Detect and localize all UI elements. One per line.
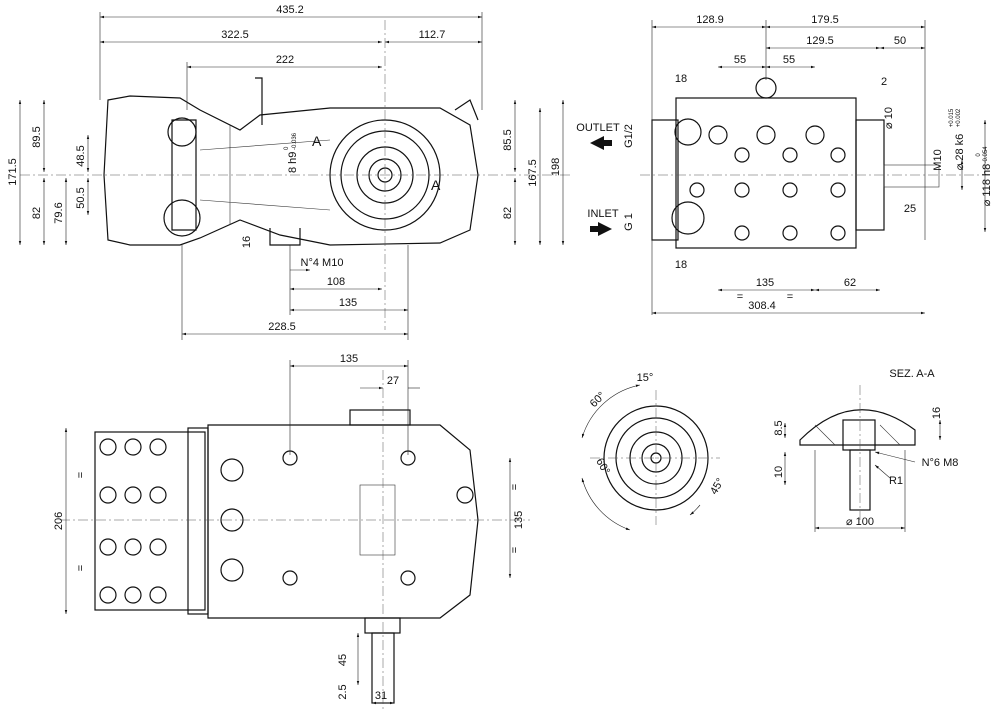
dim-label: 31 — [375, 690, 387, 702]
dim-label: 2.5 — [337, 684, 349, 699]
dim-label: 322.5 — [221, 29, 249, 41]
dim-label: 128.9 — [696, 14, 724, 26]
shaft-tol-upper: +0.015 — [949, 108, 955, 127]
side-view-drawing — [20, 20, 570, 330]
equal-sign: = — [75, 565, 87, 571]
dim-label: 27 — [387, 375, 399, 387]
holes-label: N°4 M10 — [301, 257, 344, 269]
section-mark: A — [312, 133, 322, 149]
front-view-labels: 128.9 179.5 55 55 129.5 50 18 2 ⌀ 10 OUT… — [576, 14, 993, 312]
dim-label: 18 — [675, 259, 687, 271]
inlet-arrow-icon — [590, 222, 612, 236]
shaft-dia-label: ⌀ 28 k6 — [954, 134, 966, 171]
dim-label: 45 — [337, 654, 349, 666]
dim-label: 179.5 — [811, 14, 839, 26]
equal-sign: = — [509, 547, 521, 553]
shaft-tol-lower: +0.002 — [956, 108, 962, 127]
dim-label: 135 — [756, 277, 774, 289]
key-tol-lower: -0.036 — [292, 132, 298, 150]
dim-label: 171.5 — [7, 158, 19, 186]
dim-label: 135 — [340, 353, 358, 365]
radius-label: R1 — [889, 475, 903, 487]
equal-sign: = — [509, 484, 521, 490]
dim-label: 82 — [31, 207, 43, 219]
holes-label: N°6 M8 — [922, 457, 959, 469]
angle-label: 45° — [708, 476, 727, 496]
top-view-dimensions — [64, 360, 512, 705]
flange-view-drawing — [581, 384, 720, 531]
key-width-label: 8 h9 — [287, 152, 299, 173]
dim-label: 18 — [675, 73, 687, 85]
dim-label: ⌀ 100 — [846, 516, 874, 528]
dim-label: 108 — [327, 276, 345, 288]
angle-label: 15° — [637, 372, 654, 384]
section-title: SEZ. A-A — [889, 368, 935, 380]
dim-label: 308.4 — [748, 300, 776, 312]
dim-label: 62 — [844, 277, 856, 289]
dim-label: 167.5 — [527, 159, 539, 187]
top-view-drawing — [60, 370, 530, 710]
dim-overall-length: 435.2 — [276, 4, 304, 16]
side-view-dimensions — [18, 12, 565, 340]
side-view-labels: 435.2 322.5 112.7 222 89.5 171.5 48.5 82… — [7, 4, 562, 333]
dim-label: 89.5 — [31, 126, 43, 147]
dim-label: 16 — [241, 236, 253, 248]
equal-sign: = — [75, 472, 87, 478]
flange-dia-label: ⌀ 118 h8 — [981, 164, 993, 207]
dim-label: 2 — [881, 76, 887, 88]
angle-label: 60° — [588, 390, 608, 410]
dim-label: 198 — [550, 158, 562, 176]
key-tol-upper: 0 — [284, 146, 290, 150]
dim-label: 135 — [339, 297, 357, 309]
inlet-label: INLET — [587, 208, 618, 220]
outlet-label: OUTLET — [576, 122, 620, 134]
dim-label: 135 — [513, 511, 525, 529]
equal-sign: = — [787, 291, 793, 303]
section-view-drawing — [799, 385, 916, 520]
dim-label: 79.6 — [53, 202, 65, 223]
flange-tol-lower: -0.054 — [983, 146, 989, 164]
dim-label: 8.5 — [773, 420, 785, 435]
section-view-dimensions — [783, 420, 942, 532]
dim-label: 25 — [904, 203, 916, 215]
dim-label: 48.5 — [75, 145, 87, 166]
dim-label: 10 — [773, 466, 785, 478]
dim-label: 55 — [734, 54, 746, 66]
angle-label: 60° — [593, 456, 612, 476]
flange-tol-upper: 0 — [976, 153, 982, 157]
front-view-drawing — [590, 77, 990, 249]
section-view-labels: SEZ. A-A 16 8.5 10 N°6 M8 R1 ⌀ 100 — [773, 368, 958, 528]
dim-label: 50 — [894, 35, 906, 47]
dim-label: 129.5 — [806, 35, 834, 47]
inlet-thread-label: G 1 — [623, 213, 635, 231]
flange-view-labels: 15° 60° 60° 45° — [588, 372, 727, 497]
dim-label: 112.7 — [419, 29, 446, 41]
dim-label: 85.5 — [502, 129, 514, 150]
dim-label: 50.5 — [75, 187, 87, 208]
outlet-thread-label: G1/2 — [623, 124, 635, 148]
thread-m10-label: M10 — [932, 149, 944, 170]
dim-label: ⌀ 10 — [883, 107, 895, 129]
outlet-arrow-icon — [590, 136, 612, 150]
dim-label: 206 — [53, 512, 65, 530]
top-view-labels: 135 27 206 = = 135 = = 45 2.5 31 — [53, 353, 525, 702]
dim-label: 228.5 — [268, 321, 296, 333]
dim-label: 222 — [276, 54, 294, 66]
dim-label: 55 — [783, 54, 795, 66]
front-view-dimensions — [651, 20, 987, 315]
dim-label: 82 — [502, 207, 514, 219]
bolt-grid — [689, 125, 846, 241]
dim-label: 16 — [931, 407, 943, 419]
bolt-grid — [99, 438, 416, 604]
equal-sign: = — [737, 291, 743, 303]
section-mark: A — [431, 177, 441, 193]
